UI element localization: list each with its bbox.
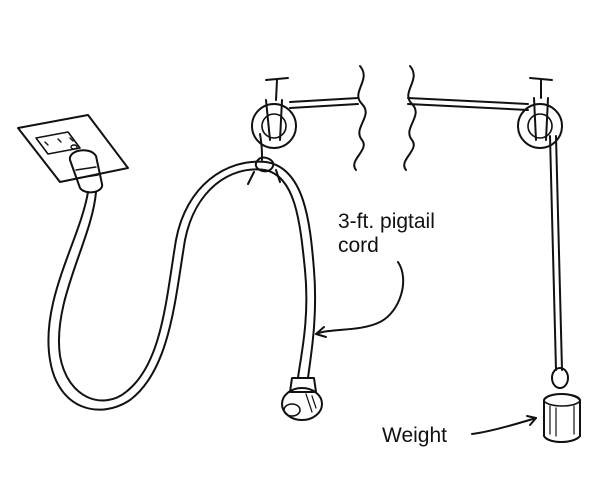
left-pulley-hook xyxy=(265,77,289,101)
break-mark-left xyxy=(353,65,367,171)
weight-leader-line xyxy=(471,417,537,435)
weight-rope xyxy=(549,135,563,371)
cord-outer-line xyxy=(47,168,308,411)
weight xyxy=(543,367,581,443)
cord-leader-line xyxy=(315,261,405,335)
weight-top xyxy=(543,393,581,407)
rope-to-weight xyxy=(549,135,563,371)
cord-label-group: 3-ft. pigtail cord xyxy=(315,210,435,338)
rope-right-segment xyxy=(407,97,529,111)
left-pulley xyxy=(251,77,297,149)
plug-body xyxy=(68,149,104,194)
lamp-socket xyxy=(281,377,323,421)
outlet-screw xyxy=(70,144,78,150)
socket-body xyxy=(281,387,323,421)
plug-grip-lines xyxy=(75,166,99,179)
right-pulley xyxy=(517,77,563,149)
left-pulley-wheel xyxy=(251,103,297,149)
outlet-plate xyxy=(17,114,129,183)
weight-leader-arrow xyxy=(526,415,537,426)
cord-label-line1: 3-ft. pigtail xyxy=(338,210,435,233)
plug xyxy=(68,149,104,194)
outlet-receptacle xyxy=(35,131,81,155)
cord-label-line2: cord xyxy=(338,234,379,257)
cord-inner-line xyxy=(57,160,317,402)
right-pulley-bracket xyxy=(533,97,549,141)
outlet-slots xyxy=(44,137,74,146)
left-pulley-bracket xyxy=(265,99,283,141)
left-pulley-hub xyxy=(261,113,287,139)
cord-leader-arrow xyxy=(315,326,327,338)
right-pulley-wheel xyxy=(517,103,563,149)
weight-label: Weight xyxy=(382,424,447,447)
weight-label-group: Weight xyxy=(382,415,537,447)
right-pulley-hub xyxy=(527,113,553,139)
pigtail-cord xyxy=(47,156,317,411)
weight-hatching xyxy=(549,405,575,437)
overhead-rope xyxy=(259,65,529,171)
right-pulley-hook xyxy=(529,77,553,99)
socket-hatching xyxy=(305,393,317,413)
cord-knot xyxy=(247,156,281,185)
weight-ring xyxy=(551,367,569,389)
break-mark-right xyxy=(403,65,417,171)
rope-to-knot xyxy=(259,133,263,161)
wall-outlet xyxy=(17,114,129,183)
rope-left-segment xyxy=(289,97,359,109)
socket-opening xyxy=(283,403,301,417)
